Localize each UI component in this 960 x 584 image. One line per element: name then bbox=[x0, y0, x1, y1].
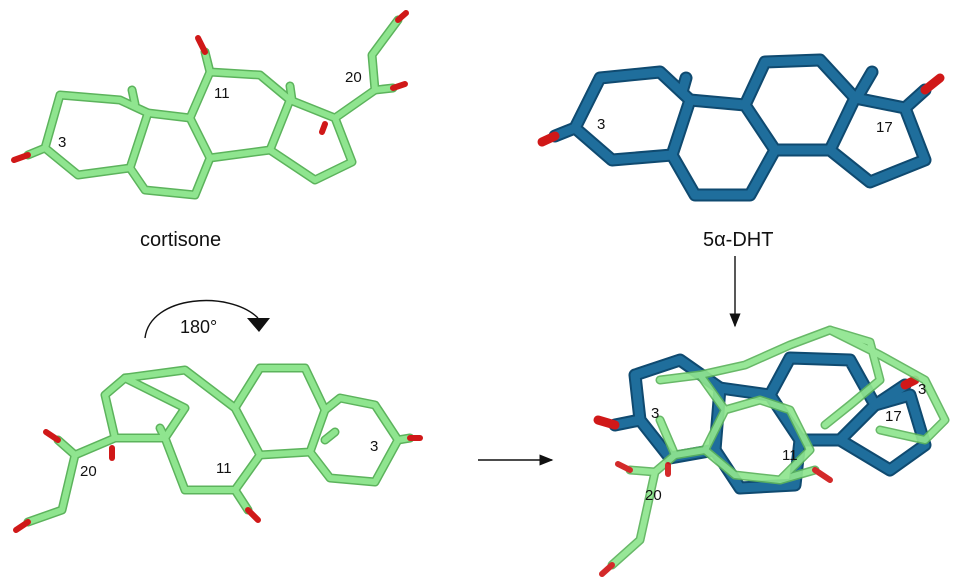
overlay-dht-molecule bbox=[593, 351, 932, 495]
rotation-angle-label: 180° bbox=[180, 317, 217, 337]
rotated-cortisone-molecule bbox=[13, 363, 423, 533]
cortisone-molecule bbox=[11, 10, 409, 200]
dht-caption: 5α-DHT bbox=[703, 229, 773, 251]
rotated-c3-label: 3 bbox=[370, 438, 378, 455]
overlay-c20-label: 20 bbox=[645, 487, 662, 504]
cortisone-c20-label: 20 bbox=[345, 69, 362, 86]
rotated-c20-label: 20 bbox=[80, 463, 97, 480]
cortisone-c11-label: 11 bbox=[214, 85, 230, 102]
rotation-arrowhead bbox=[247, 318, 270, 332]
overlay-c3-cortisone-label: 3 bbox=[918, 381, 926, 398]
overlay-cortisone-molecule bbox=[599, 325, 950, 577]
dht-c17-label: 17 bbox=[876, 119, 893, 136]
dht-molecule bbox=[537, 53, 945, 202]
overlay-c11-label: 11 bbox=[782, 447, 798, 464]
rotation-arrow bbox=[144, 299, 259, 339]
cortisone-caption: cortisone bbox=[140, 229, 221, 251]
overlay-c3-dht-label: 3 bbox=[651, 405, 659, 422]
cortisone-c3-label: 3 bbox=[58, 134, 66, 151]
rotated-c11-label: 11 bbox=[216, 460, 232, 477]
overlay-c17-label: 17 bbox=[885, 408, 902, 425]
dht-c3-label: 3 bbox=[597, 116, 605, 133]
